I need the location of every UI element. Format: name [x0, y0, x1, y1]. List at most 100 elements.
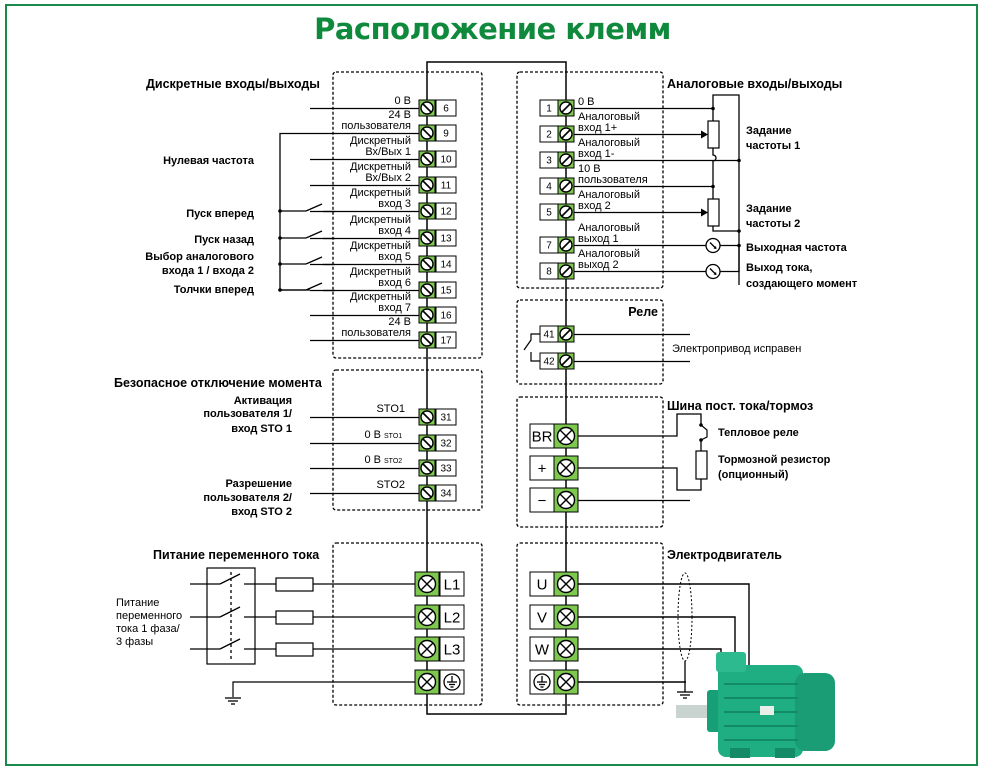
motor-terminal-box	[716, 652, 746, 672]
screw-slot	[561, 356, 571, 366]
analog-io-box	[516, 71, 664, 289]
digital-io-header: Дискретные входы/выходы	[146, 77, 320, 91]
digital-terminal-number-box	[435, 306, 457, 324]
analog-function-label: создающего момент	[746, 278, 858, 290]
screw-slot	[561, 129, 571, 139]
motor-foot	[730, 748, 750, 758]
analog-terminal-8	[557, 262, 575, 280]
analog-terminal-1	[557, 99, 575, 117]
digital-terminal-label: вход 4	[378, 225, 411, 237]
digital-terminal-number-box	[435, 124, 457, 142]
digital-function-label: Выбор аналогового	[145, 251, 254, 263]
relay-function-label: Электропривод исправен	[672, 343, 801, 355]
digital-terminal-label: пользователя	[341, 327, 411, 339]
motor-terminal-U	[553, 571, 579, 597]
digital-terminal-12	[418, 202, 436, 220]
relay-terminal-42	[557, 352, 575, 370]
switch-blade	[305, 203, 323, 212]
relay-contact-lower	[530, 352, 540, 362]
motor-terminal-W	[553, 636, 579, 662]
analog-terminal-label: вход 1+	[578, 122, 617, 134]
sto-terminal-label: STO2	[376, 479, 405, 491]
sto-function-label: Активация	[234, 395, 292, 407]
dc-terminal-minus	[553, 487, 579, 513]
ac-terminal-number: L1	[444, 577, 461, 594]
sto-function-label: пользователя 2/	[203, 492, 292, 504]
screw-slot	[422, 233, 432, 243]
digital-terminal-label: Дискретный	[350, 291, 411, 303]
switch-blade	[305, 230, 323, 239]
digital-terminal-label: Дискретный	[350, 240, 411, 252]
top-bus-loop	[426, 61, 567, 96]
motor-wire-u	[578, 583, 750, 680]
dc-terminal-number-box	[529, 455, 555, 481]
screw-slot	[422, 412, 432, 422]
sto-function-label: пользователя 1/	[203, 408, 292, 420]
fuse-icon	[275, 610, 314, 625]
screw-slot	[422, 285, 432, 295]
sto-function-label: Разрешение	[225, 478, 292, 490]
meter-arrow	[713, 272, 717, 275]
analog-terminal-label: выход 2	[578, 259, 619, 271]
ground-icon	[533, 673, 551, 691]
digital-terminal-number-box	[435, 331, 457, 349]
br-wire	[578, 413, 702, 437]
output-frequency-meter-icon	[705, 237, 721, 254]
screw-slot	[561, 240, 571, 250]
torque-current-meter-icon	[705, 263, 721, 280]
ac-terminal-number-box	[439, 571, 465, 597]
sto-terminal-number: 34	[440, 489, 452, 500]
sto-terminal-number-box	[435, 484, 457, 502]
ac-supply-box	[332, 542, 483, 706]
dc-function-label: Тормозной резистор	[718, 454, 831, 466]
wiper-arrow-2	[701, 208, 708, 217]
dc-function-label: Тепловое реле	[718, 427, 799, 439]
screw-slot	[422, 128, 432, 138]
digital-terminal-number: 9	[443, 129, 449, 140]
analog-terminal-number: 7	[546, 241, 552, 252]
dc-terminal-br	[553, 423, 579, 449]
ground-icon	[443, 673, 461, 691]
digital-terminal-14	[418, 255, 436, 273]
analog-terminal-number: 1	[546, 104, 552, 115]
analog-terminal-number-box	[539, 203, 559, 221]
x-stroke	[559, 577, 573, 591]
analog-terminal-label: Аналоговый	[578, 137, 640, 149]
analog-terminal-label: пользователя	[578, 174, 648, 186]
digital-terminal-10	[418, 150, 436, 168]
digital-terminal-label: Дискретный	[350, 187, 411, 199]
digital-terminal-16	[418, 306, 436, 324]
x-stroke	[559, 675, 573, 689]
digital-function-label: Пуск вперед	[186, 208, 254, 220]
motor-terminal-number: V	[537, 610, 547, 627]
x-stroke	[420, 610, 434, 624]
ac-terminal-number: L3	[444, 642, 461, 659]
digital-terminal-label: Дискретный	[350, 266, 411, 278]
digital-terminal-number-box	[435, 176, 457, 194]
ac-supply-header: Питание переменного тока	[153, 548, 320, 562]
digital-terminal-label: Дискретный	[350, 214, 411, 226]
breaker-blade	[219, 638, 241, 650]
ac-terminal-number: L2	[444, 610, 461, 627]
dc-terminal-plus	[553, 455, 579, 481]
switch-blade	[305, 282, 323, 291]
analog-terminal-number-box	[539, 99, 559, 117]
screw-slot	[422, 180, 432, 190]
digital-terminal-number: 16	[440, 311, 452, 322]
plus-wire	[578, 467, 702, 491]
digital-terminal-label: вход 7	[378, 302, 411, 314]
sto-header: Безопасное отключение момента	[114, 376, 323, 390]
screw-slot	[422, 335, 432, 345]
motor-header: Электродвигатель	[667, 548, 782, 562]
dc-terminal-number: +	[538, 461, 547, 478]
digital-terminal-number: 6	[443, 104, 449, 115]
screw-slot	[561, 207, 571, 217]
analog-terminal-5	[557, 203, 575, 221]
digital-terminal-number-box	[435, 150, 457, 168]
pot2-lower-lead	[712, 226, 739, 232]
x-stroke	[559, 429, 573, 443]
digital-terminal-number-box	[435, 281, 457, 299]
digital-terminal-number: 14	[440, 260, 452, 271]
digital-terminal-label: 24 В	[388, 109, 411, 121]
